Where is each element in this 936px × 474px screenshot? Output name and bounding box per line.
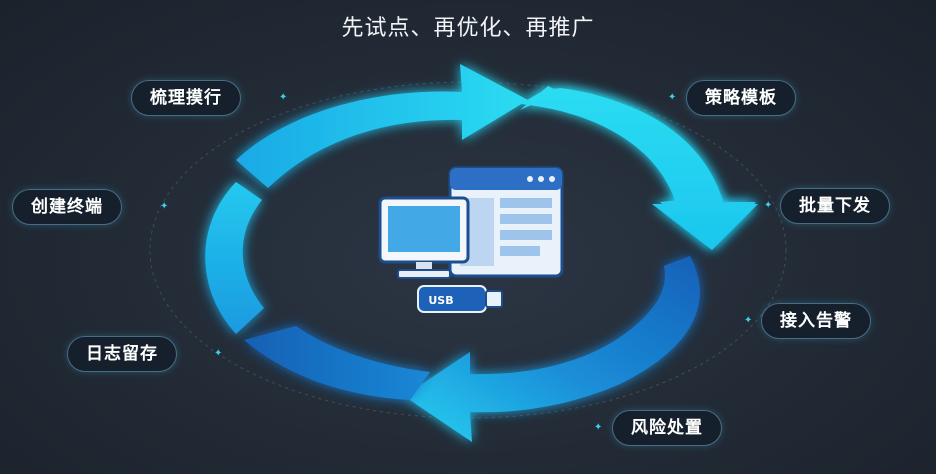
connector-spark-icon: ✦ <box>764 200 773 211</box>
step-risk-handling: 风险处置 <box>612 410 722 446</box>
monitor-icon <box>378 196 470 279</box>
connector-spark-icon: ✦ <box>594 422 603 433</box>
connector-spark-icon: ✦ <box>214 348 223 359</box>
cycle-arrow-lower-left <box>244 326 430 400</box>
cycle-arrow-bottom <box>404 256 700 442</box>
step-sorting: 梳理摸行 <box>131 80 241 116</box>
connector-spark-icon: ✦ <box>160 201 169 212</box>
step-create-terminal: 创建终端 <box>12 189 122 225</box>
cycle-arrow-left <box>205 182 264 334</box>
step-log-retention: 日志留存 <box>67 336 177 372</box>
usb-drive-icon: USB <box>417 285 503 313</box>
step-alert-integration: 接入告警 <box>761 303 871 339</box>
connector-spark-icon: ✦ <box>668 92 677 103</box>
connector-spark-icon: ✦ <box>744 315 753 326</box>
cycle-arrow-top <box>236 64 528 188</box>
diagram-title: 先试点、再优化、再推广 <box>341 16 595 41</box>
browser-window-icon <box>448 166 564 278</box>
step-policy-template: 策略模板 <box>686 80 796 116</box>
cycle-arrow-right-body <box>520 88 758 250</box>
connector-spark-icon: ✦ <box>279 92 288 103</box>
usb-label: USB <box>428 294 453 307</box>
orbit-ring <box>149 81 787 419</box>
step-batch-deploy: 批量下发 <box>780 188 890 224</box>
